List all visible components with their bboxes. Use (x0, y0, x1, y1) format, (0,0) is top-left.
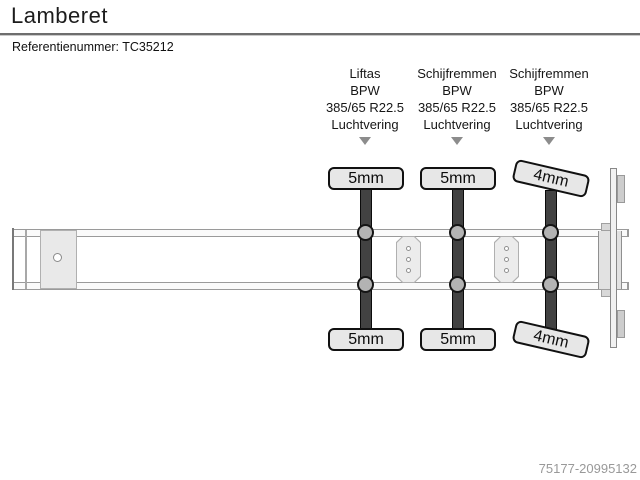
tire-size-label: 385/65 R22.5 (325, 100, 405, 115)
crossmember-panel (494, 236, 519, 283)
tire-tread-badge: 5mm (420, 167, 496, 190)
crossmember-hole (406, 268, 411, 273)
tire-tread-label: 5mm (440, 169, 476, 187)
axle-brand-label: BPW (534, 83, 564, 98)
crossmember-hole (504, 268, 509, 273)
arrow-down-icon (359, 137, 371, 145)
axle-type-label: Schijfremmen (509, 66, 589, 81)
tire-tread-badge: 5mm (420, 328, 496, 351)
axle-type-label: Liftas (349, 66, 381, 81)
crossmember-hole (504, 257, 509, 262)
suspension-label: Luchtvering (515, 117, 583, 132)
tire-tread-label: 5mm (348, 169, 384, 187)
wheel-hub (357, 224, 374, 241)
axle-brand-label: BPW (442, 83, 472, 98)
axle-brand-label: BPW (350, 83, 380, 98)
wheel-hub (449, 224, 466, 241)
suspension-label: Luchtvering (423, 117, 491, 132)
rear-bumper-bar (610, 168, 617, 348)
front-crossmember (25, 230, 27, 289)
arrow-down-icon (543, 137, 555, 145)
crossmember-hole (504, 246, 509, 251)
tire-tread-label: 4mm (531, 326, 571, 352)
wheel-hub (357, 276, 374, 293)
crossmember-panel (396, 236, 421, 283)
title-divider (0, 33, 640, 36)
kingpin (53, 253, 62, 262)
kingpin-plate (40, 230, 77, 289)
tire-size-label: 385/65 R22.5 (417, 100, 497, 115)
axle-type-label: Schijfremmen (417, 66, 497, 81)
tire-tread-label: 4mm (531, 165, 571, 191)
axle-spec-column: Liftas BPW 385/65 R22.5 Luchtvering (317, 65, 413, 145)
arrow-down-icon (451, 137, 463, 145)
wheel-hub (449, 276, 466, 293)
axle-bar (452, 186, 464, 332)
rear-lamp (617, 310, 625, 338)
axle-spec-column: Schijfremmen BPW 385/65 R22.5 Luchtverin… (501, 65, 597, 145)
axle-bar (545, 190, 557, 339)
crossmember-hole (406, 246, 411, 251)
wheel-hub (542, 224, 559, 241)
rear-lamp (617, 175, 625, 203)
tire-tread-label: 5mm (348, 330, 384, 348)
crossmember-hole (406, 257, 411, 262)
suspension-label: Luchtvering (331, 117, 399, 132)
rail-endcap (627, 229, 629, 237)
page-title: Lamberet (11, 3, 108, 28)
tire-tread-badge: 5mm (328, 167, 404, 190)
chassis-top-rail (12, 229, 629, 237)
chassis-front-edge (12, 228, 14, 290)
axle-bar (360, 186, 372, 332)
tire-size-label: 385/65 R22.5 (509, 100, 589, 115)
listing-id: 75177-20995132 (538, 461, 637, 476)
chassis-bottom-rail (12, 282, 629, 290)
axle-spec-column: Schijfremmen BPW 385/65 R22.5 Luchtverin… (409, 65, 505, 145)
rail-endcap (627, 282, 629, 290)
tire-tread-label: 5mm (440, 330, 476, 348)
reference-number: Referentienummer: TC35212 (12, 40, 174, 54)
tire-tread-badge: 5mm (328, 328, 404, 351)
wheel-hub (542, 276, 559, 293)
